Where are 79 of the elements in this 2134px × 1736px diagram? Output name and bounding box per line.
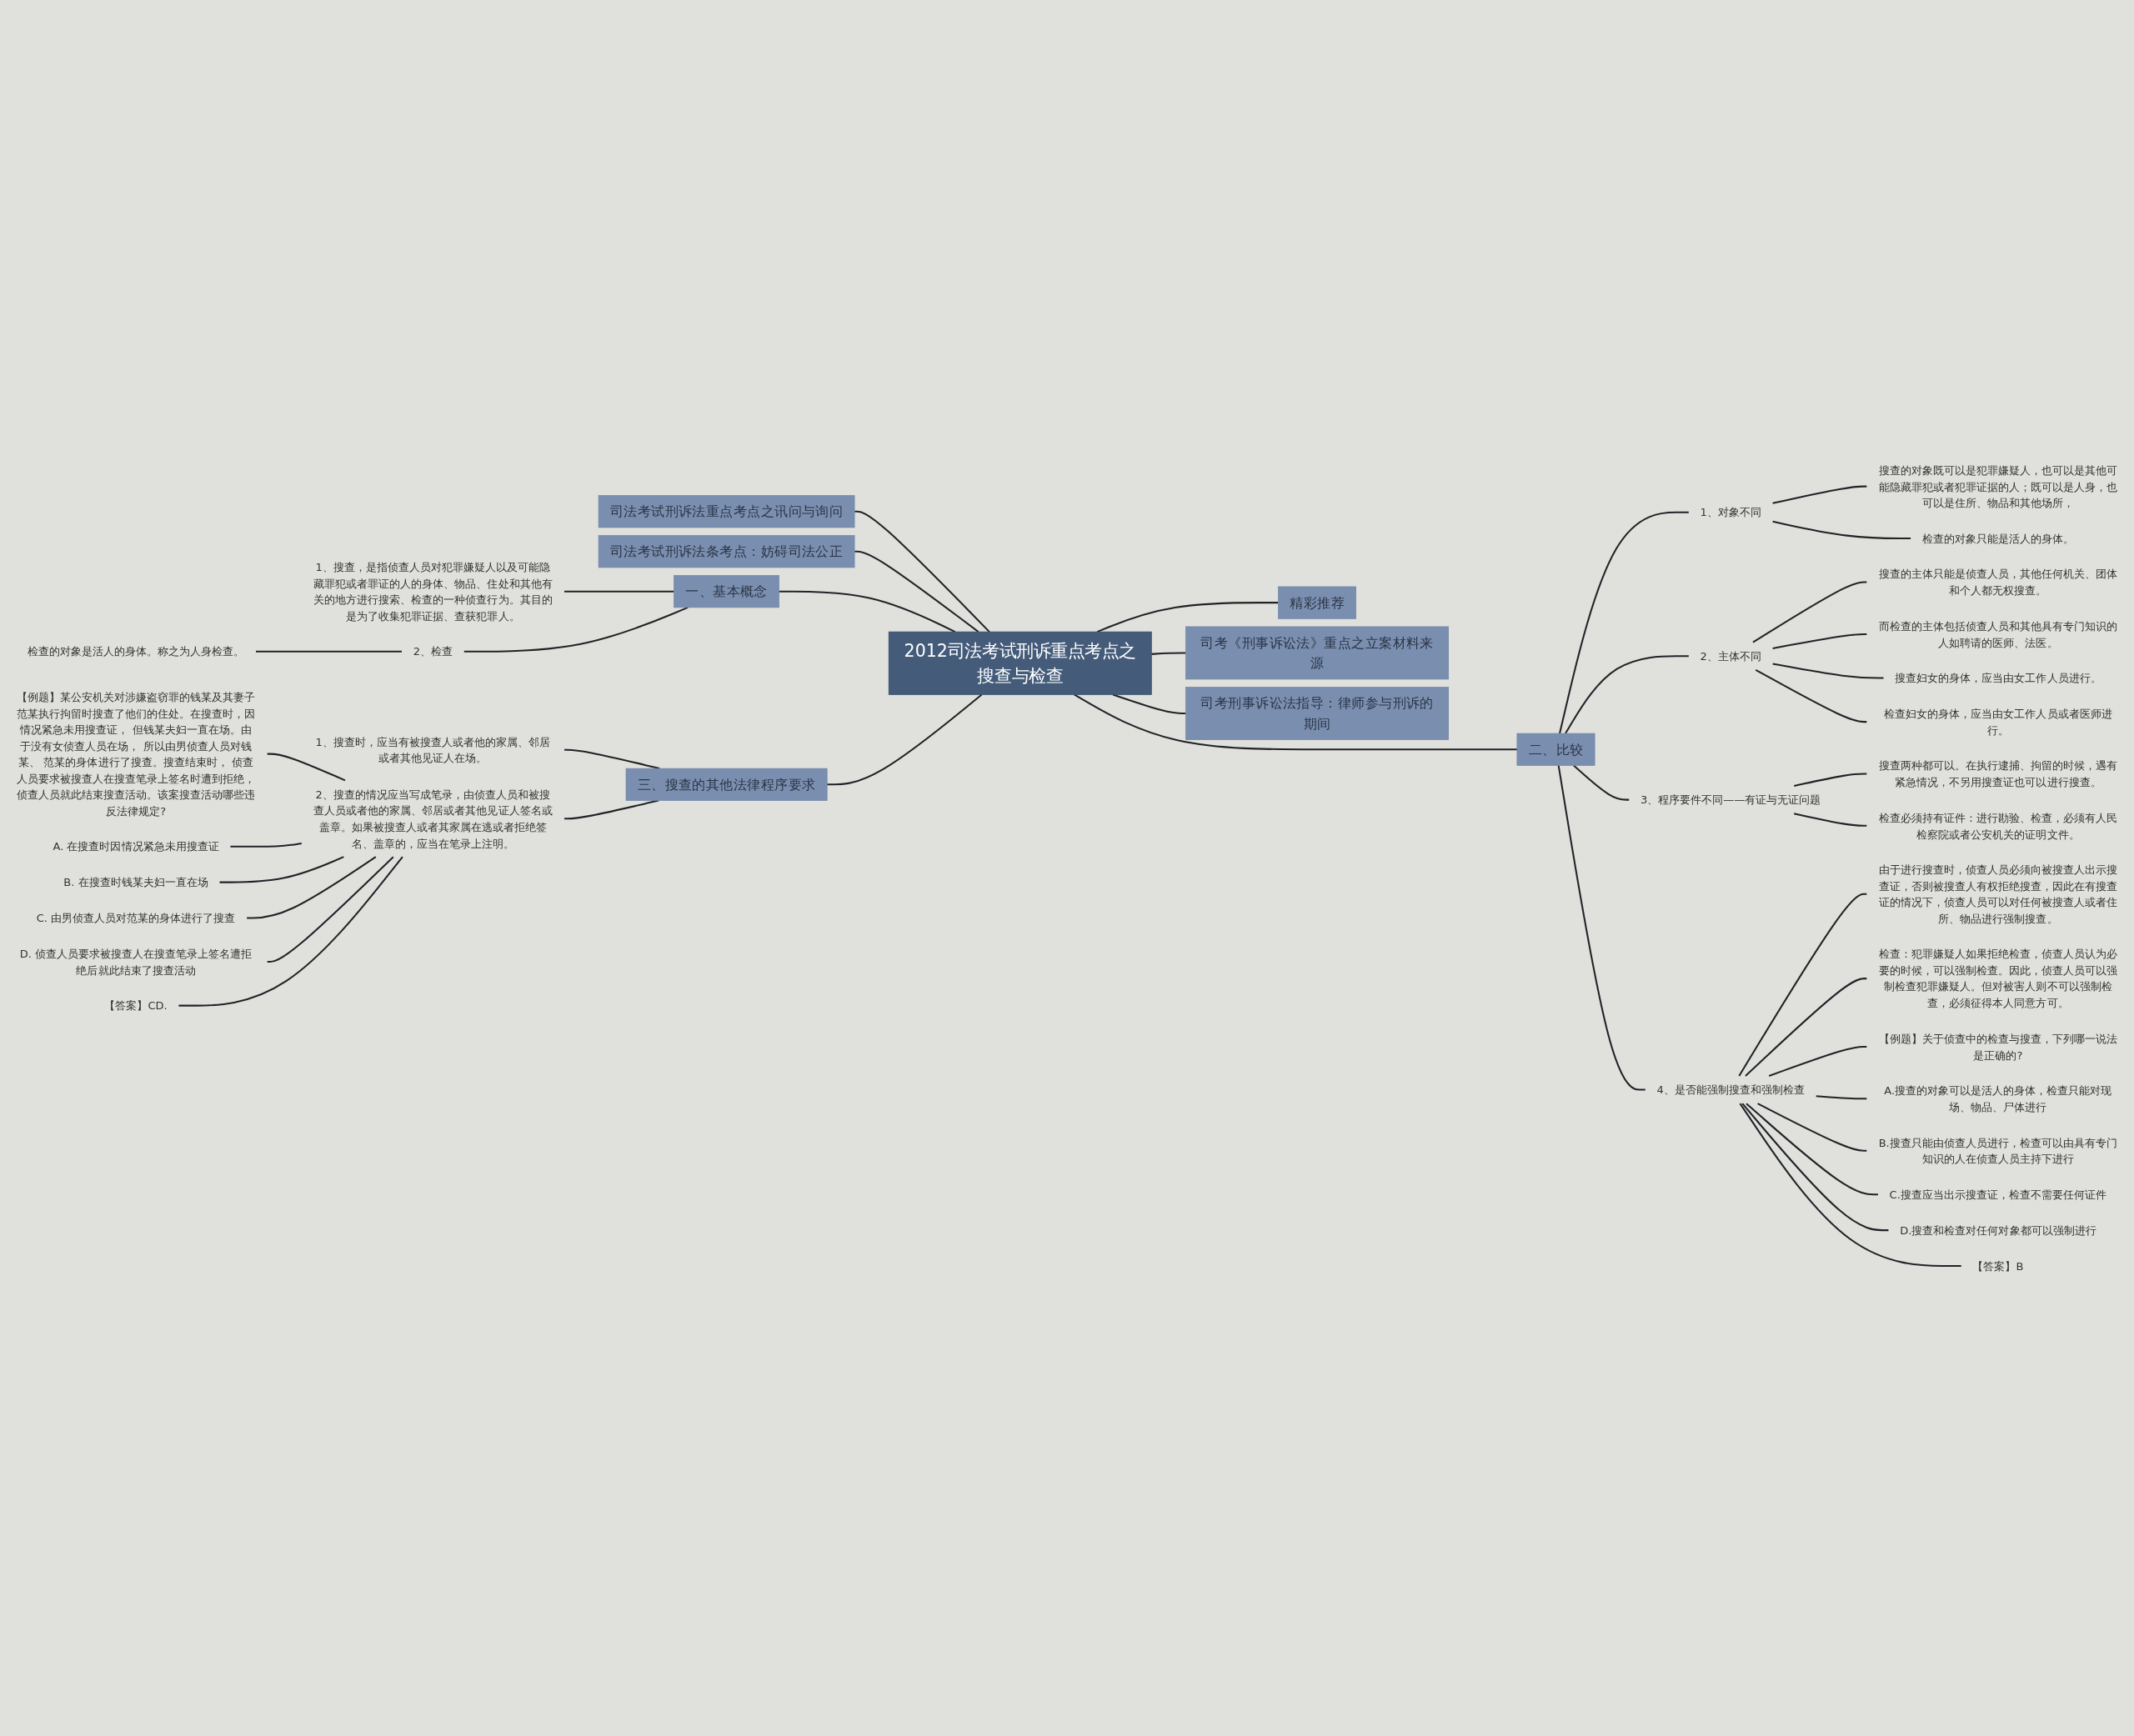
connector [564, 748, 660, 770]
connector [1151, 652, 1186, 655]
node-text: 1、搜查，是指侦查人员对犯罪嫌疑人以及可能隐藏罪犯或者罪证的人的身体、物品、住处和其他有关的地方进行搜索、检查的一种侦查行为。其目的是为了收集犯罪证据、查获犯罪人。 [313, 560, 553, 623]
connector [230, 842, 302, 848]
node-box [1516, 733, 1595, 766]
node-text: 1、搜查时，应当有被搜查人或者他的家属、邻居或者其他见证人在场。 [315, 735, 551, 764]
node-box [888, 631, 1152, 695]
node-box [1185, 626, 1450, 680]
node-box [598, 535, 855, 568]
connector [1757, 1103, 1867, 1152]
node-box [674, 575, 779, 608]
node-text: 【例题】某公安机关对涉嫌盗窃罪的钱某及其妻子范某执行拘留时搜查了他们的住处。在搜查时，因情况紧急未用搜查证， 但钱某夫妇一直在场。由于没有女侦查人员在场， 所以由男侦查人员对钱某、 范某的身体进行了搜查。搜查结束时， 侦查人员要求被搜查人在搜查笔录上签名时遭到拒绝，侦查人员就此结束搜查活动。该案搜查活动哪些违反法律规定? [16, 690, 256, 818]
connector [267, 856, 394, 963]
node-text: 搜查的对象既可以是犯罪嫌疑人，也可以是其他可能隐藏罪犯或者犯罪证据的人；既可以是人身，也可以是住所、物品和其他场所， [1878, 463, 2118, 509]
node-text: 搜查的主体只能是侦查人员，其他任何机关、团体和个人都无权搜查。 [1878, 568, 2118, 597]
node-text: 【答案】B [1972, 1259, 2024, 1273]
connector [255, 650, 402, 653]
node-text: 3、程序要件不同——有证与无证问题 [1640, 793, 1821, 806]
connector [1772, 633, 1867, 649]
connector [219, 856, 344, 883]
node-text: D.搜查和检查对任何对象都可以强制进行 [1900, 1223, 2096, 1237]
connector [1074, 693, 1517, 751]
node-text: 【答案】CD. [104, 998, 168, 1012]
node-text: 2、主体不同 [1700, 649, 1761, 663]
connector [1745, 978, 1867, 1077]
node-text: 【例题】关于侦查中的检查与搜查，下列哪一说法是正确的? [1878, 1032, 2118, 1062]
connector [1752, 581, 1867, 643]
node-text: 2、检查 [413, 645, 453, 658]
node-text: 检查：犯罪嫌疑人如果拒绝检查，侦查人员认为必要的时候，可以强制检查。因此，侦查人员可以强制检查犯罪嫌疑人。但对被害人则不可以强制检查，必须征得本人同意方可。 [1878, 948, 2118, 1009]
connector [1738, 893, 1867, 1077]
connector [1573, 764, 1630, 801]
node-text: C.搜查应当出示搜查证，检查不需要任何证件 [1889, 1188, 2107, 1201]
node-box [1278, 586, 1357, 619]
connector [854, 510, 990, 633]
connector [827, 693, 983, 786]
connector [1112, 693, 1186, 715]
connector [1793, 773, 1867, 787]
node-text: 检查的对象是活人的身体。称之为人身检查。 [27, 645, 245, 658]
node-text: C. 由男侦查人员对范某的身体进行了搜查 [36, 911, 236, 924]
connector [1565, 655, 1689, 734]
node-text: 由于进行搜查时，侦查人员必须向被搜查人出示搜查证，否则被搜查人有权拒绝搜查，因此在有搜查证的情况下，侦查人员可以对任何被搜查人或者住所、物品进行强制搜查。 [1878, 863, 2118, 925]
connector [1772, 485, 1867, 504]
connector [1793, 813, 1867, 827]
connector [564, 799, 659, 820]
node-text: 2、搜查的情况应当写成笔录，由侦查人员和被搜查人员或者他的家属、邻居或者其他见证人签名或盖章。如果被搜查人或者其家属在逃或者拒绝签名、盖章的，应当在笔录上注明。 [313, 788, 553, 849]
connector [564, 590, 674, 593]
node-text: A.搜查的对象可以是活人的身体，检查只能对现场、物品、尸体进行 [1884, 1083, 2112, 1113]
connector [1746, 1103, 1878, 1196]
node-text: 1、对象不同 [1700, 506, 1761, 519]
connector [1816, 1095, 1867, 1100]
connector [854, 550, 979, 633]
connector [247, 856, 377, 919]
node-text: 检查必须持有证件：进行勘验、检查，必须有人民检察院或者公安机关的证明文件。 [1878, 811, 2118, 840]
connector [1768, 1045, 1867, 1077]
connector [178, 856, 403, 1007]
node-text: 4、是否能强制搜查和强制检查 [1656, 1083, 1805, 1096]
node-box [598, 495, 855, 528]
node-text: 而检查的主体包括侦查人员和其他具有专门知识的人如聘请的医师、法医。 [1878, 619, 2118, 649]
node-text: A. 在搜查时因情况紧急未用搜查证 [53, 840, 219, 853]
node-text: 检查妇女的身体，应当由女工作人员或者医师进行。 [1884, 707, 2112, 737]
node-text: B.搜查只能由侦查人员进行，检查可以由具有专门知识的人在侦查人员主持下进行 [1878, 1136, 2118, 1165]
connector [779, 590, 956, 633]
connector [1772, 520, 1911, 539]
node-text: 搜查两种都可以。在执行逮捕、拘留的时候，遇有紧急情况，不另用搜查证也可以进行搜查。 [1878, 758, 2118, 788]
connector [1096, 602, 1279, 633]
connector [1557, 765, 1646, 1091]
node-text: 搜查妇女的身体，应当由女工作人员进行。 [1895, 671, 2101, 684]
node-box [625, 768, 828, 801]
connector [1772, 663, 1884, 679]
connector [463, 606, 689, 653]
connector [1755, 668, 1867, 723]
connector [1741, 1103, 1889, 1232]
node-box [1185, 687, 1450, 740]
connector [1559, 511, 1689, 734]
connector [267, 753, 346, 782]
node-text: 检查的对象只能是活人的身体。 [1921, 532, 2075, 545]
node-text: B. 在搜查时钱某夫妇一直在场 [63, 875, 208, 888]
node-text: D. 侦查人员要求被搜查人在搜查笔录上签名遭拒绝后就此结束了搜查活动 [19, 947, 253, 977]
connector [1739, 1103, 1961, 1267]
